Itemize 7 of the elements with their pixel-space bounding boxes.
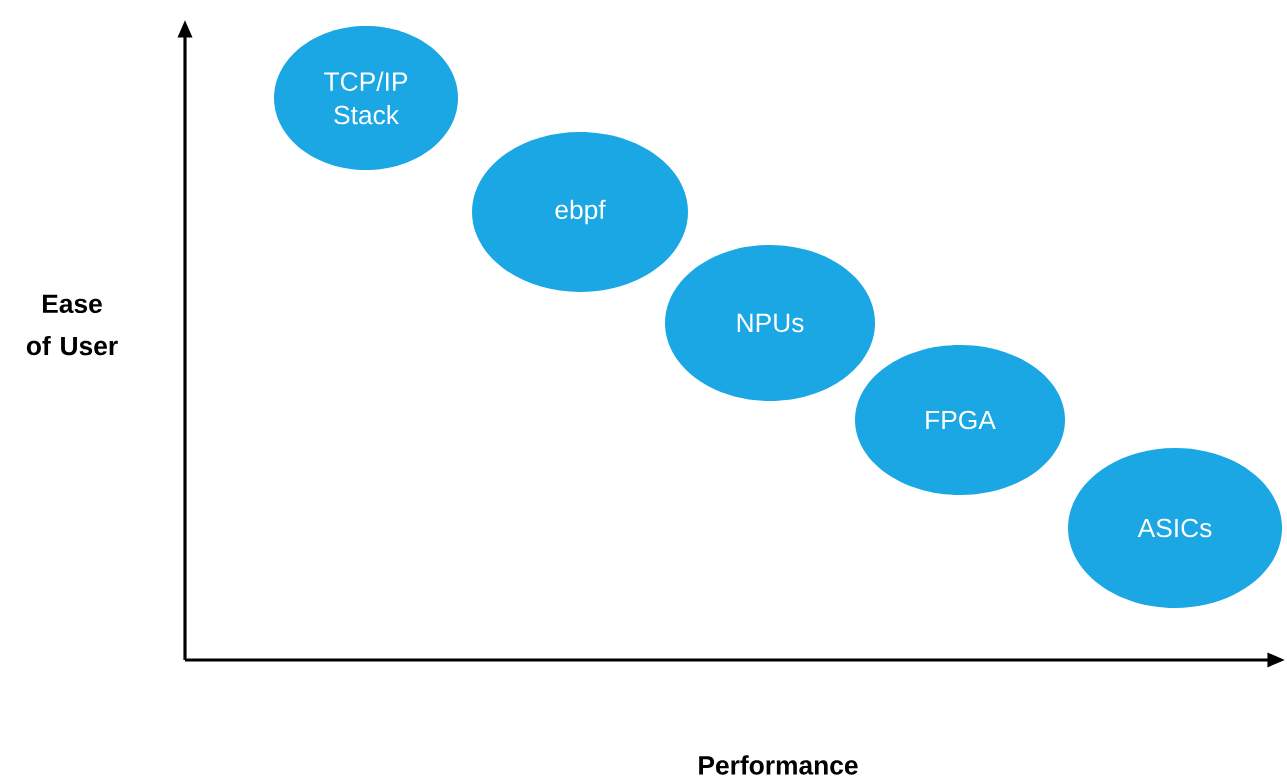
ellipse-node: TCP/IP Stack <box>274 26 458 170</box>
ellipse-node: ASICs <box>1068 448 1282 608</box>
ellipse-node: FPGA <box>855 345 1065 495</box>
axis-label: Ease of User <box>26 294 118 356</box>
ellipse-node: ebpf <box>472 132 688 292</box>
ellipse-node: NPUs <box>665 245 875 401</box>
axis-label: Performance <box>699 755 858 775</box>
